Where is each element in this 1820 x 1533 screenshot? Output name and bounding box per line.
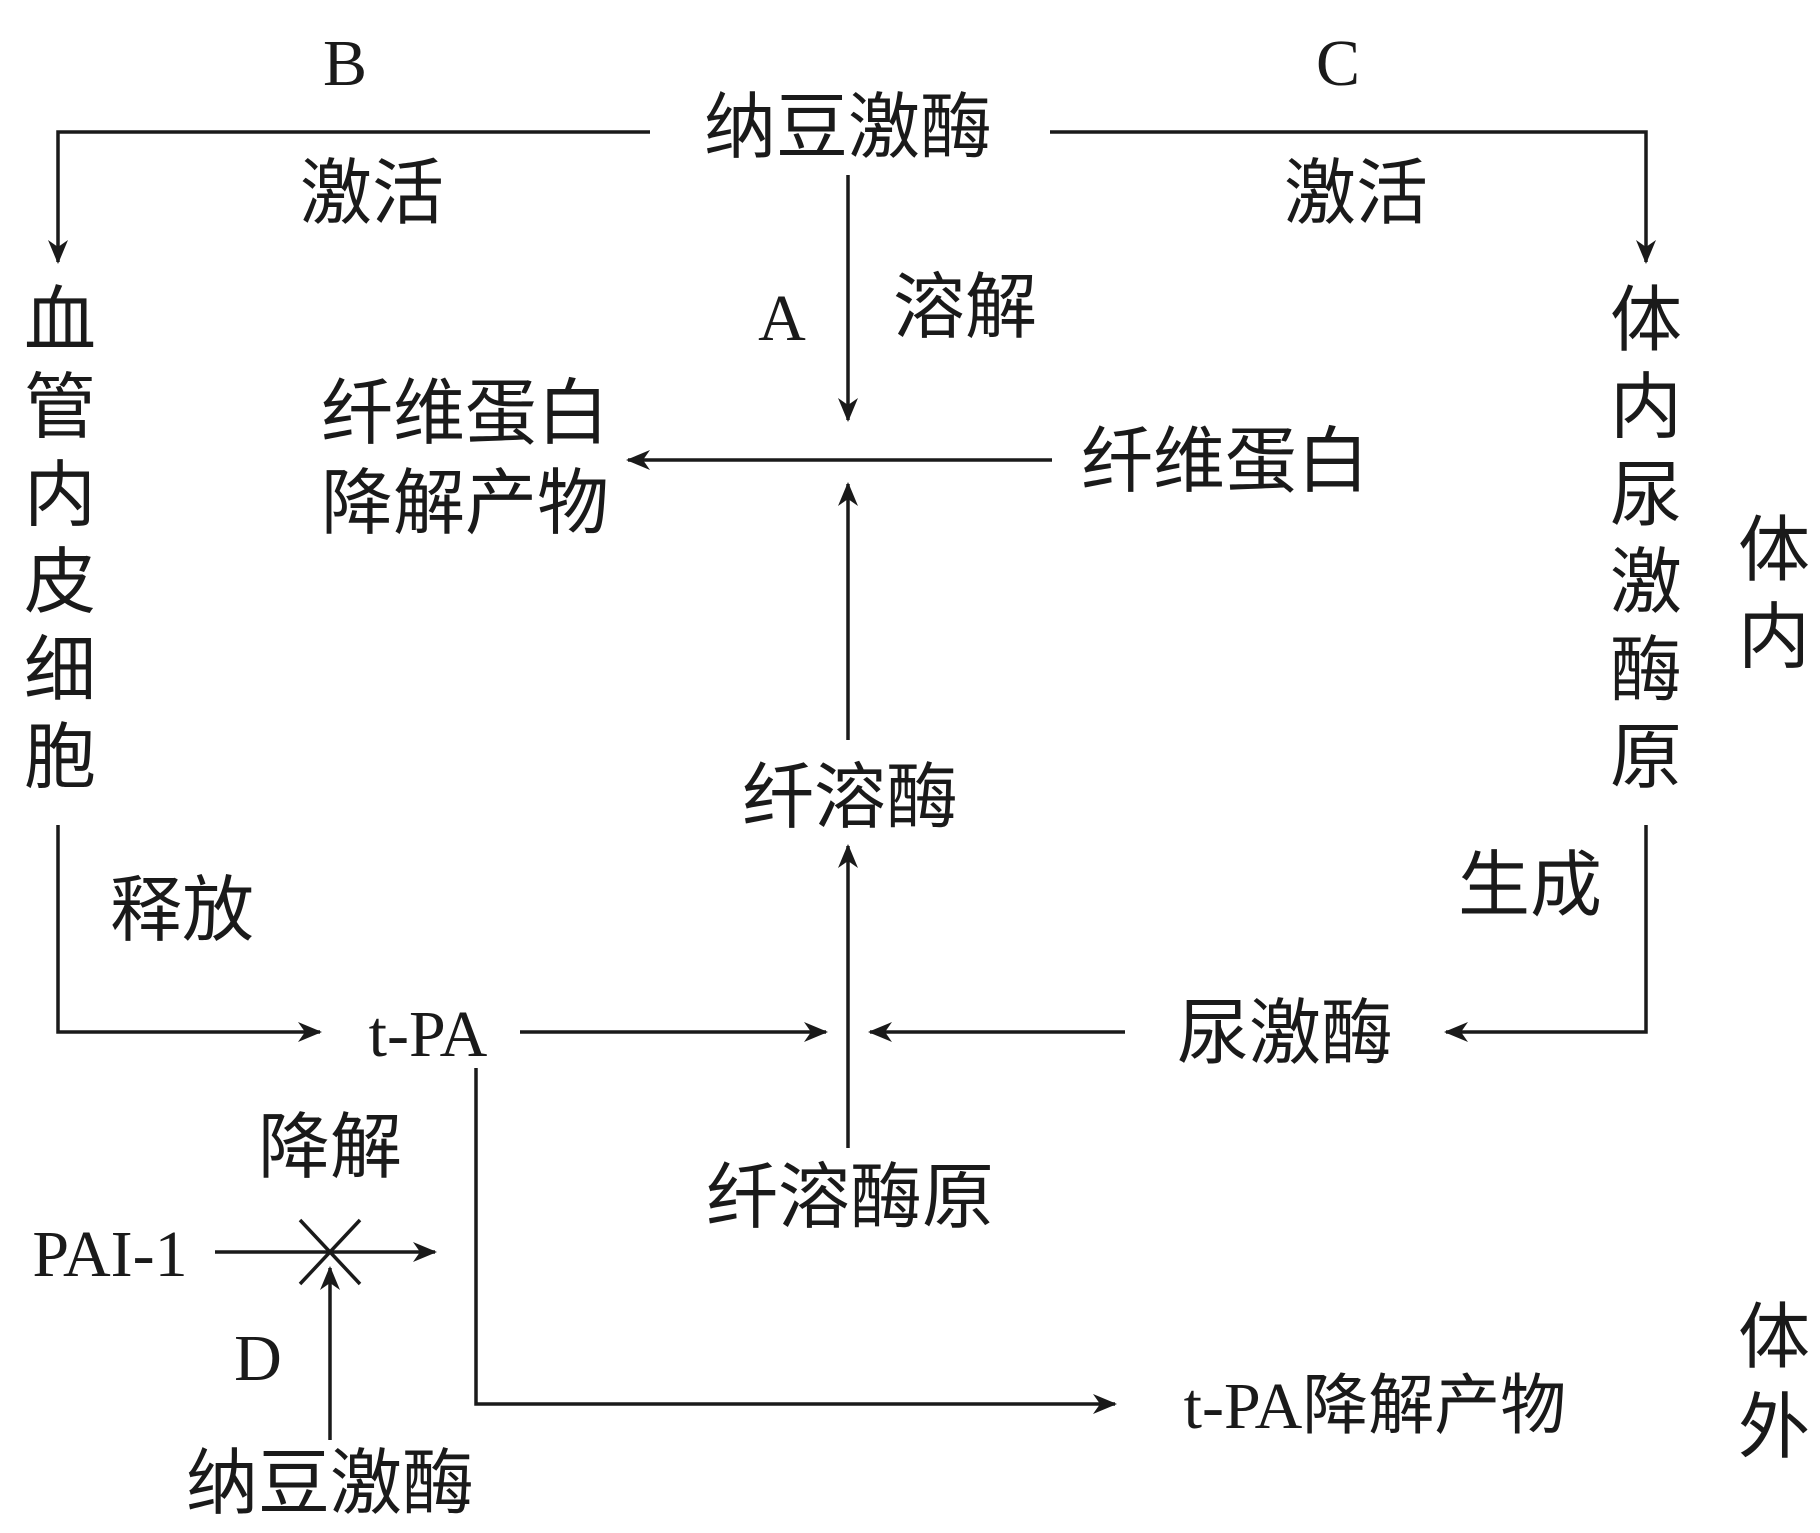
label-dissolve: 溶解 — [893, 265, 1037, 349]
node-natto-top: 纳豆激酶 — [704, 85, 992, 169]
node-plasmin: 纤溶酶 — [742, 755, 958, 839]
tag-b: B — [323, 27, 367, 100]
tag-d: D — [234, 1322, 282, 1395]
node-prourokinase-0: 体 — [1610, 278, 1682, 362]
node-tpa: t-PA — [369, 998, 488, 1071]
node-fibrin: 纤维蛋白 — [1081, 419, 1369, 503]
node-urokinase: 尿激酶 — [1177, 991, 1393, 1075]
arrow-release — [56, 825, 322, 1042]
region-in-vitro-0: 体 — [1738, 1295, 1810, 1379]
node-prourokinase-4: 酶 — [1610, 628, 1682, 712]
arrow-tpa-degrade — [474, 1068, 1117, 1414]
label-activate-c: 激活 — [1284, 151, 1428, 235]
node-endothelial-3: 皮 — [24, 540, 96, 624]
label-degrade: 降解 — [258, 1105, 402, 1189]
node-fdp-line2: 降解产物 — [321, 461, 609, 545]
region-in-vivo-1: 内 — [1738, 595, 1810, 679]
node-natto-bottom: 纳豆激酶 — [186, 1441, 474, 1525]
node-plasminogen: 纤溶酶原 — [706, 1155, 994, 1239]
node-prourokinase-1: 内 — [1610, 365, 1682, 449]
node-prourokinase-2: 尿 — [1610, 453, 1682, 537]
arrow-activate-b — [48, 130, 650, 264]
arrow-generate — [1444, 825, 1648, 1042]
tag-a: A — [758, 282, 806, 355]
node-endothelial-5: 胞 — [24, 715, 96, 799]
arrow-activate-c — [1050, 130, 1656, 264]
node-fdp-line1: 纤维蛋白 — [321, 371, 609, 455]
label-release: 释放 — [110, 868, 254, 952]
label-generate: 生成 — [1458, 843, 1602, 927]
inhibition-cross-icon — [298, 1218, 362, 1286]
node-endothelial-0: 血 — [24, 278, 96, 362]
region-in-vivo-0: 体 — [1738, 508, 1810, 592]
node-prourokinase-3: 激 — [1610, 540, 1682, 624]
label-activate-b: 激活 — [300, 151, 444, 235]
node-endothelial-2: 内 — [24, 453, 96, 537]
node-endothelial-4: 细 — [24, 628, 96, 712]
region-in-vitro-1: 外 — [1738, 1385, 1810, 1469]
node-prourokinase-5: 原 — [1610, 715, 1682, 799]
node-endothelial-1: 管 — [24, 365, 96, 449]
node-tpa-products: t-PA降解产物 — [1184, 1370, 1567, 1443]
node-pai1: PAI-1 — [32, 1218, 187, 1291]
tag-c: C — [1316, 27, 1360, 100]
